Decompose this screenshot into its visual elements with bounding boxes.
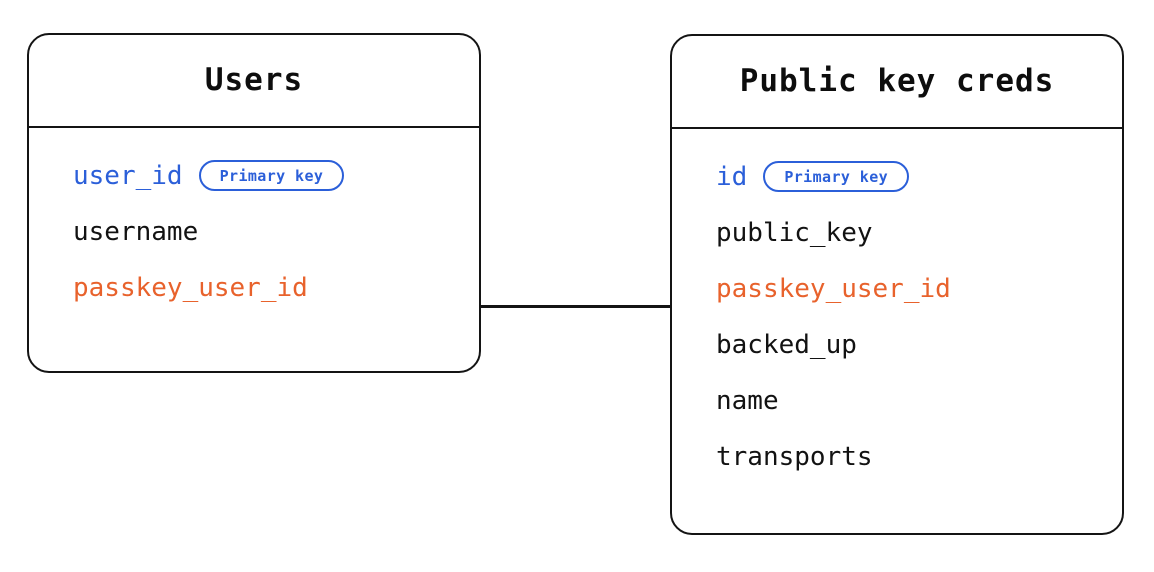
entity-field-list-public-key-creds: id Primary key public_key passkey_user_i… [672,129,1122,498]
field-row-passkey-user-id[interactable]: passkey_user_id [716,274,1122,330]
field-name-transports: transports [716,442,873,472]
entity-header-users: Users [29,35,479,128]
entity-title-public-key-creds: Public key creds [739,63,1055,99]
entity-table-public-key-creds[interactable]: Public key creds id Primary key public_k… [670,34,1124,535]
field-name-passkey-user-id: passkey_user_id [716,274,951,304]
entity-field-list-users: user_id Primary key username passkey_use… [29,128,479,329]
field-name-passkey-user-id: passkey_user_id [73,273,308,303]
field-row-transports[interactable]: transports [716,442,1122,498]
field-row-username[interactable]: username [73,217,479,273]
entity-title-users: Users [204,62,304,98]
field-row-backed-up[interactable]: backed_up [716,330,1122,386]
entity-table-users[interactable]: Users user_id Primary key username passk… [27,33,481,373]
field-name-public-key: public_key [716,218,873,248]
field-row-public-key[interactable]: public_key [716,218,1122,274]
relationship-connector-users-public-key-creds [481,305,671,308]
primary-key-badge: Primary key [763,161,910,192]
field-row-id[interactable]: id Primary key [716,161,1122,218]
field-name-backed-up: backed_up [716,330,857,360]
field-name-name: name [716,386,779,416]
field-row-name[interactable]: name [716,386,1122,442]
field-name-id: id [716,162,748,192]
field-name-username: username [73,217,199,247]
primary-key-badge: Primary key [198,160,345,191]
field-name-user-id: user_id [73,161,183,191]
entity-header-public-key-creds: Public key creds [672,36,1122,129]
field-row-passkey-user-id[interactable]: passkey_user_id [73,273,479,329]
field-row-user-id[interactable]: user_id Primary key [73,160,479,217]
